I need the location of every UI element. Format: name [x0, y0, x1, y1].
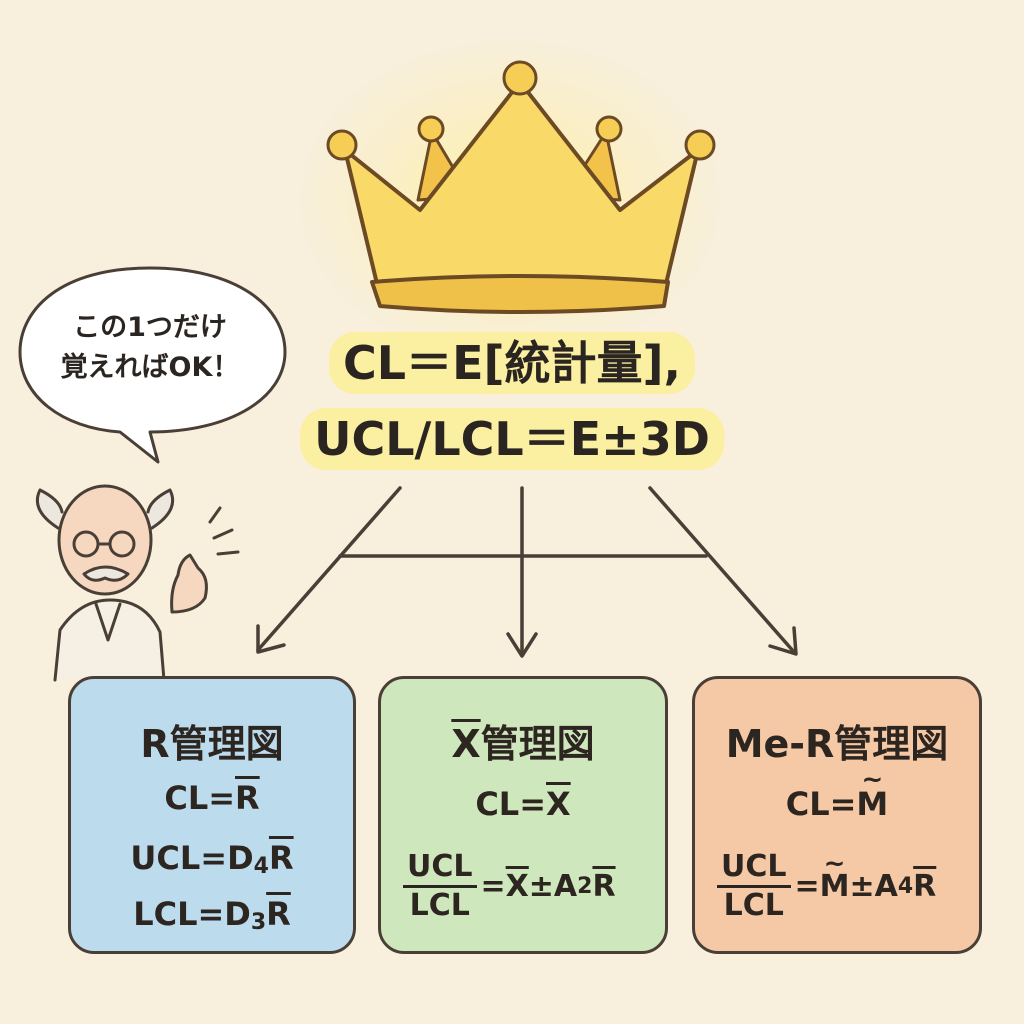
r-chart-title: R管理図 [140, 722, 284, 766]
speech-bubble-text: この1つだけ 覚えればOK！ [34, 308, 266, 388]
me-r-chart-limits: UCL LCL =M±A4R [717, 849, 936, 924]
me-r-frac-ucl: UCL [717, 849, 791, 888]
xbar-rhs-eq: = [480, 869, 506, 904]
xbar-rhs-rbar: R [592, 869, 616, 904]
main-formula-limits: UCL/LCL＝E±3D [300, 408, 724, 470]
xbar-frac-lcl: LCL [409, 888, 470, 923]
me-r-rhs-eq: = [794, 869, 820, 904]
r-ucl-prefix: UCL=D [130, 839, 254, 877]
r-chart-ucl: UCL=D4R [71, 839, 353, 879]
main-formula-cl: CL＝E[統計量], [328, 332, 696, 394]
me-r-cl-prefix: CL= [785, 785, 857, 823]
r-lcl-prefix: LCL=D [133, 895, 251, 933]
xbar-cl-prefix: CL= [475, 785, 546, 823]
me-r-chart-card: Me-R管理図 CL=M UCL LCL =M±A4R [692, 676, 982, 954]
xbar-rhs-pm: ±A [528, 869, 578, 904]
speech-bubble [18, 266, 287, 464]
r-cl-rbar: R [235, 779, 260, 817]
bubble-line-2: 覚えればOK！ [60, 352, 240, 383]
professor-illustration [35, 484, 240, 682]
r-chart-card: R管理図 CL=R UCL=D4R LCL=D3R [68, 676, 356, 954]
r-lcl-sub: 3 [250, 910, 267, 935]
r-chart-lcl: LCL=D3R [71, 895, 353, 935]
me-r-rhs-mtilde: M [820, 849, 850, 904]
me-r-chart-title: Me-R管理図 [725, 722, 949, 766]
crown-icon [326, 60, 716, 314]
r-chart-cl: CL=R [71, 779, 353, 817]
xbar-limits-fraction: UCL LCL [403, 849, 477, 924]
r-cl-prefix: CL= [164, 779, 236, 817]
bubble-line-1: この1つだけ [73, 312, 227, 343]
r-ucl-sub: 4 [253, 854, 269, 879]
connector-arrows [256, 486, 798, 658]
xbar-cl-symbol: X [546, 785, 571, 823]
r-ucl-rbar: R [268, 839, 294, 877]
me-r-rhs-pm: ±A [849, 869, 898, 904]
r-lcl-rbar: R [266, 895, 291, 933]
me-r-limits-fraction: UCL LCL [717, 849, 791, 924]
me-r-cl-mtilde: M [856, 765, 888, 823]
me-r-chart-cl: CL=M [695, 765, 979, 823]
me-r-rhs-rbar: R [913, 869, 937, 904]
xbar-title-symbol: X [451, 722, 481, 766]
xbar-frac-ucl: UCL [403, 849, 477, 888]
xbar-chart-title: X管理図 [381, 713, 665, 768]
xbar-title-rest: 管理図 [480, 722, 595, 766]
me-r-frac-lcl: LCL [723, 888, 784, 923]
xbar-rhs-sub: 2 [577, 874, 593, 899]
xbar-chart-cl: CL=X [381, 785, 665, 823]
me-r-rhs-sub: 4 [897, 874, 914, 899]
xbar-rhs-xbar: X [505, 869, 529, 904]
